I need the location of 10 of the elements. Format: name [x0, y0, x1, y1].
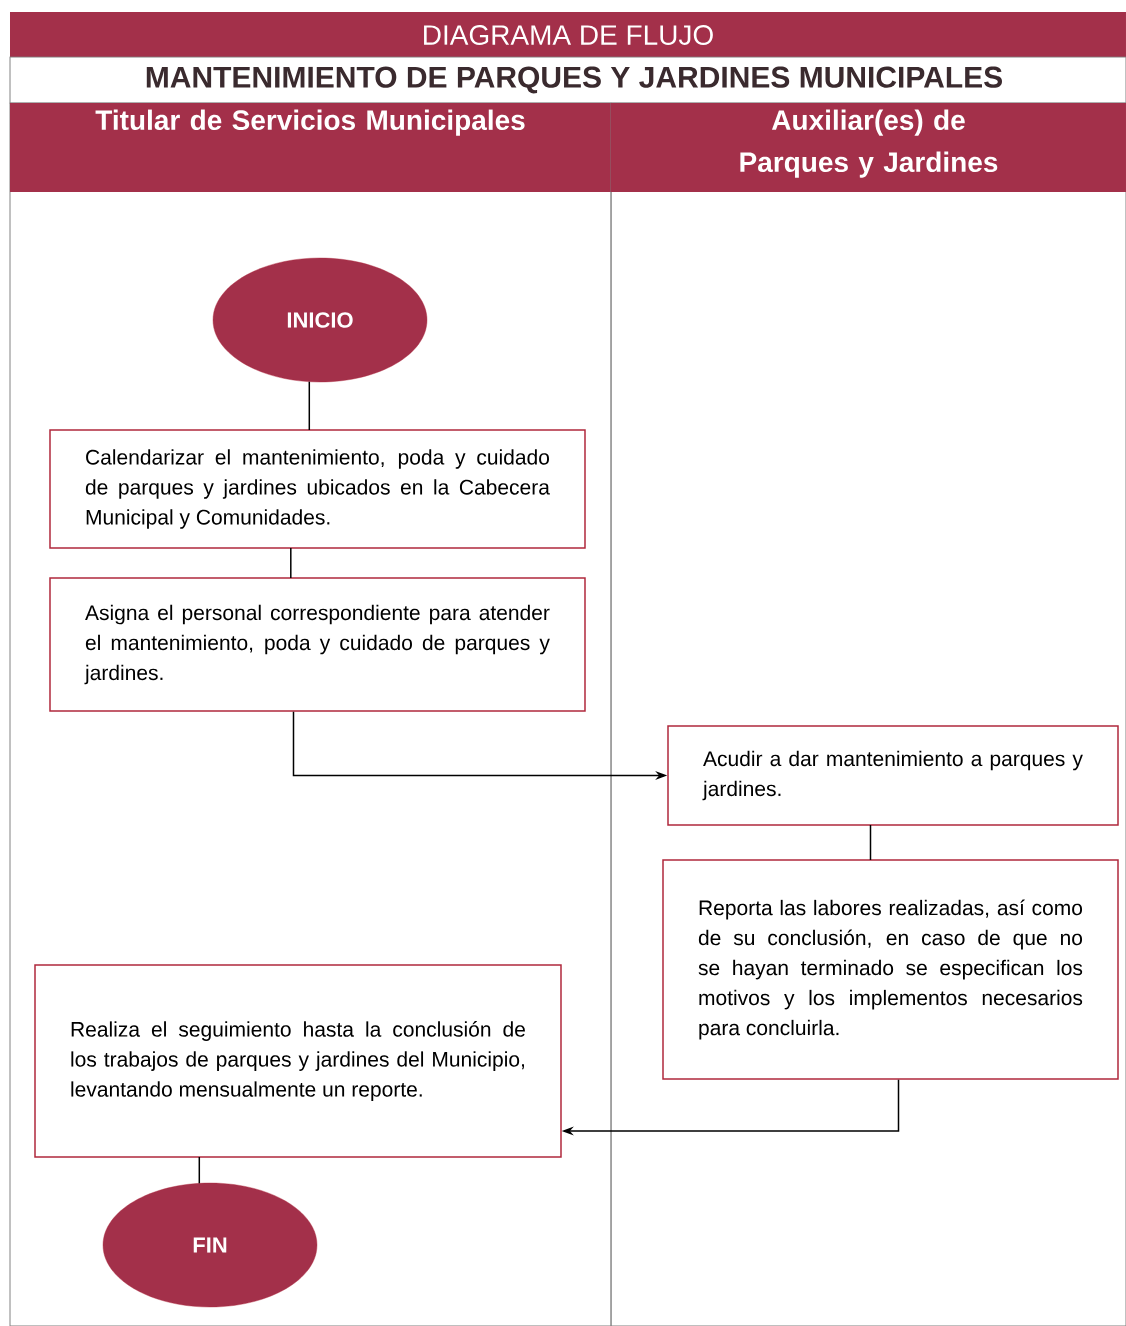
connector [198, 1156, 201, 1185]
process-box: Calendarizar el mantenimiento, poda y cuidado de parques y jardines ubicados en la Cabecera Municipal y Comunidades. [49, 429, 586, 549]
connector [290, 547, 292, 579]
connector [869, 824, 872, 861]
process-box: Acudir a dar mantenimiento a parques y jardines. [667, 725, 1119, 826]
process-box: Asigna el personal correspondiente para atender el mantenimiento, poda y cuidado de parques y jardines. [49, 577, 586, 712]
title-band: DIAGRAMA DE FLUJO [10, 12, 1126, 57]
process-box: Realiza el seguimiento hasta la conclusión de los trabajos de parques y jardines del Municipio, levantando mensualmente un reporte. [34, 964, 562, 1158]
connector [308, 380, 311, 431]
process-box: Reporta las labores realizadas, así como de su conclusión, en caso de que no se hayan terminado se especifican los motivos y los implementos necesarios para concluirla. [662, 859, 1119, 1080]
